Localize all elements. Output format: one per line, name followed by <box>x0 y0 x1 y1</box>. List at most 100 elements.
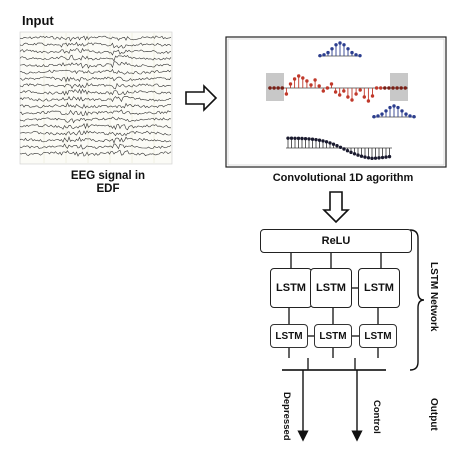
kernel-top <box>318 41 362 58</box>
output-point <box>373 156 378 160</box>
highlight-box-right <box>390 73 408 101</box>
kernel-point <box>330 47 334 51</box>
signal-point <box>403 86 407 90</box>
kernel-point <box>346 47 350 51</box>
output-point <box>387 154 392 159</box>
eeg-caption-line1: EEG signal in <box>70 170 146 182</box>
output-point <box>363 155 367 159</box>
eeg-trace <box>19 129 172 137</box>
hollow-arrow-down-icon <box>322 191 350 224</box>
kernel-right <box>372 104 416 119</box>
output-point <box>356 153 360 157</box>
signal-point <box>297 74 301 78</box>
kernel-point <box>354 53 358 57</box>
kernel-point <box>404 112 408 116</box>
lstm-big-box-1: LSTM <box>270 268 312 308</box>
output-point <box>338 145 343 149</box>
kernel-point <box>338 41 342 45</box>
output-point <box>384 155 388 159</box>
output-point <box>317 138 322 142</box>
kernel-point <box>322 53 326 57</box>
output-point <box>380 155 385 160</box>
kernel-point <box>392 104 396 108</box>
kernel-point <box>372 115 376 119</box>
output-point <box>321 139 325 143</box>
signal-point <box>379 86 383 90</box>
eeg-trace <box>19 95 171 103</box>
eeg-trace <box>19 61 171 69</box>
signal-point <box>280 86 284 90</box>
eeg-trace <box>19 102 172 109</box>
relu-layer-box: ReLU <box>260 229 412 253</box>
lstm-big-box-2: LSTM <box>310 268 352 308</box>
eeg-trace <box>19 149 172 157</box>
signal-point <box>305 79 309 83</box>
signal-point <box>284 92 289 96</box>
kernel-point <box>318 53 322 58</box>
hollow-arrow-right-icon <box>185 84 218 112</box>
conv-caption: Convolutional 1D agorithm <box>272 172 414 184</box>
signal-point <box>342 89 346 93</box>
signal-point <box>374 86 379 90</box>
kernel-point <box>400 109 404 113</box>
kernel-point <box>376 114 380 118</box>
signal-point <box>272 86 276 90</box>
kernel-point <box>380 112 384 116</box>
signal-point <box>268 86 272 90</box>
signal-point <box>366 99 371 103</box>
lstm-small-box-2: LSTM <box>314 324 352 348</box>
eeg-trace <box>19 122 171 131</box>
output-point <box>345 149 350 153</box>
output-point <box>328 141 332 145</box>
output-point <box>377 156 381 160</box>
signal-point <box>288 82 293 86</box>
output-point <box>286 136 290 140</box>
eeg-trace <box>19 143 172 150</box>
signal-point <box>358 88 362 92</box>
output-point <box>303 136 308 141</box>
eeg-trace <box>19 109 172 117</box>
signal-point <box>354 92 358 96</box>
signal-point <box>383 86 387 90</box>
signal-point <box>313 78 317 82</box>
signal-stem-plot <box>268 74 407 103</box>
signal-point <box>317 84 321 88</box>
eeg-trace <box>19 136 172 144</box>
eeg-signal-image <box>19 31 173 165</box>
output-point <box>324 140 329 144</box>
signal-point <box>325 86 330 90</box>
signal-point <box>333 90 338 94</box>
output-point <box>370 156 374 161</box>
output-point <box>352 152 357 156</box>
eeg-trace <box>19 76 172 83</box>
depressed-label: Depressed <box>281 392 292 441</box>
eeg-trace <box>19 116 172 124</box>
eeg-trace <box>19 35 172 42</box>
output-point <box>359 154 364 158</box>
kernel-point <box>342 43 346 47</box>
lstm-big-box-3: LSTM <box>358 268 400 308</box>
signal-point <box>276 86 280 90</box>
output-point <box>300 136 304 141</box>
lstm-small-box-1: LSTM <box>270 324 308 348</box>
conv1d-panel <box>225 36 447 168</box>
eeg-caption-line2: EDF <box>96 183 120 195</box>
lstm-small-box-3: LSTM <box>359 324 397 348</box>
signal-point <box>301 76 305 80</box>
signal-point <box>387 86 391 90</box>
control-label: Control <box>371 400 382 434</box>
kernel-point <box>408 114 412 118</box>
output-point <box>335 143 339 148</box>
output-point <box>293 136 297 140</box>
kernel-point <box>350 50 354 55</box>
kernel-point <box>396 105 400 110</box>
lstm-network-label: LSTM Network <box>428 262 439 332</box>
signal-point <box>292 77 297 81</box>
signal-point <box>391 86 395 90</box>
eeg-caption: EEG signal in EDF <box>58 170 158 196</box>
eeg-trace <box>19 41 172 49</box>
signal-point <box>399 86 403 90</box>
signal-point <box>350 98 354 102</box>
kernel-point <box>384 109 388 113</box>
